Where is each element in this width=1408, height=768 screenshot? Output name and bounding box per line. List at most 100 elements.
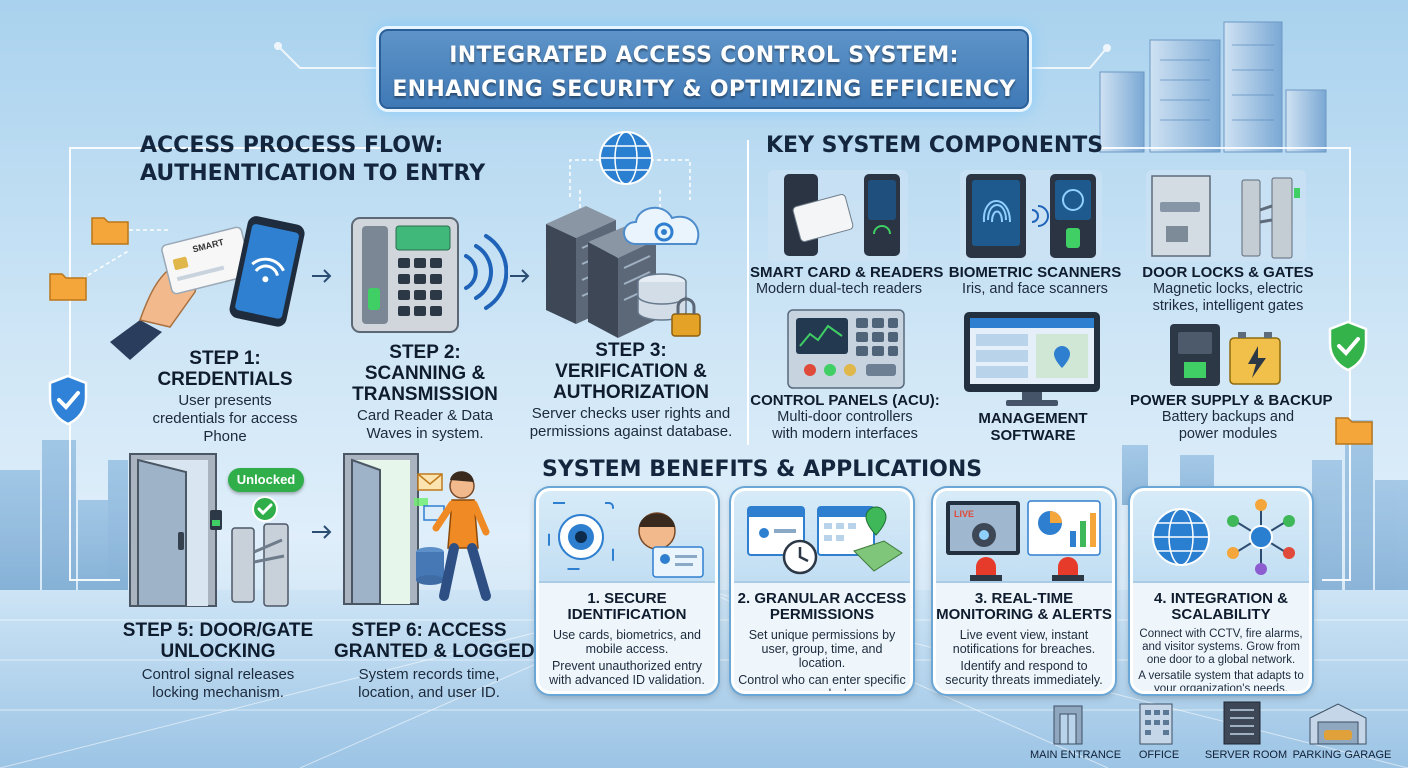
database-lock-icon (637, 273, 701, 337)
step-5-title-line2: UNLOCKING (160, 641, 276, 662)
component-management-software-title-line2: SOFTWARE (990, 427, 1076, 444)
benefit-4-title-line2: SCALABILITY (1171, 606, 1271, 623)
process-heading-line1: ACCESS PROCESS FLOW: (140, 133, 444, 158)
benefit-2-title-line2: PERMISSIONS (769, 606, 875, 623)
component-control-panel-desc: Multi-door controllers with modern inter… (772, 409, 918, 442)
benefit-1-desc2: Prevent unauthorized entry with advanced… (549, 659, 705, 687)
step-3-title-line2: VERIFICATION & (555, 361, 707, 382)
server-cloud-database-illustration (546, 131, 701, 338)
step-5: STEP 5: DOOR/GATE UNLOCKING Control sign… (118, 620, 318, 702)
access-granted-person-illustration (343, 453, 491, 605)
step-1: STEP 1: CREDENTIALS User presents creden… (150, 348, 300, 446)
monitor-alarm-icon: LIVE (946, 500, 1101, 581)
management-software-monitor-icon (964, 312, 1100, 406)
biometric-scanner-icon (960, 170, 1102, 262)
shield-check-icon (1328, 320, 1368, 372)
benefit-card-realtime-monitoring: LIVE 3. REAL-TIME MONITORING & ALERTS Li… (933, 488, 1115, 694)
person-walking-icon (432, 471, 491, 601)
component-door-locks-title: DOOR LOCKS & GATES (1142, 264, 1314, 281)
step-2-title-line1: STEP 2: (389, 342, 461, 363)
location-server-room: SERVER ROOM (1204, 749, 1288, 761)
step-6-title-line2: GRANTED & LOGGED (334, 641, 535, 662)
unlocked-check-icon (252, 496, 278, 522)
globe-network-icon (1152, 499, 1295, 575)
hand-card-phone-illustration: SMART (110, 216, 305, 360)
component-power-supply-desc: Battery backups and power modules (1161, 409, 1295, 442)
location-office: OFFICE (1138, 749, 1180, 761)
benefit-card-secure-identification: 1. SECURE IDENTIFICATION Use cards, biom… (536, 488, 718, 694)
step-3-title-line3: AUTHORIZATION (553, 382, 709, 403)
component-biometric-title: BIOMETRIC SCANNERS (948, 264, 1122, 281)
control-panel-icon (787, 309, 905, 389)
component-smart-card-title: SMART CARD & READERS (750, 264, 944, 281)
component-power-supply: POWER SUPPLY & BACKUP Battery backups an… (1130, 392, 1333, 443)
folder-icon (91, 217, 129, 245)
flow-arrows (312, 269, 530, 539)
live-label: LIVE (954, 509, 974, 519)
step-1-title-line2: CREDENTIALS (157, 369, 293, 390)
benefit-2-illustration (734, 491, 910, 583)
benefits-heading: SYSTEM BENEFITS & APPLICATIONS (542, 457, 983, 482)
benefit-2-desc1: Set unique permissions by user, group, t… (748, 628, 896, 670)
step-2-title-line3: TRANSMISSION (352, 384, 498, 405)
office-building-icon (1139, 703, 1173, 745)
benefit-3-desc1: Live event view, instant notifications f… (952, 628, 1096, 656)
step-5-title-line1: STEP 5: DOOR/GATE (122, 620, 314, 641)
corporate-building-icon (1099, 21, 1327, 153)
step-2-desc: Card Reader & Data Waves in system. (357, 407, 493, 442)
component-door-locks-desc: Magnetic locks, electric strikes, intell… (1152, 281, 1304, 314)
database-icon (416, 547, 444, 585)
benefit-3-title-line2: MONITORING & ALERTS (936, 606, 1112, 623)
benefit-4-desc1: Connect with CCTV, fire alarms, and visi… (1139, 628, 1303, 666)
eye-face-scan-icon (548, 502, 704, 578)
benefit-4-illustration (1133, 491, 1309, 583)
folder-icon (49, 273, 87, 301)
component-power-supply-title: POWER SUPPLY & BACKUP (1130, 392, 1333, 409)
globe-icon (599, 131, 653, 185)
step-6: STEP 6: ACCESS GRANTED & LOGGED System r… (334, 620, 535, 702)
component-biometric-desc: Iris, and face scanners (962, 281, 1108, 297)
door-turnstile-illustration (129, 453, 289, 607)
circuit-lines (274, 42, 1111, 69)
folder-icon (1335, 417, 1373, 445)
card-reader-keypad-illustration (351, 217, 508, 333)
skyline-left (0, 440, 128, 590)
benefit-1-title-line1: 1. SECURE (587, 590, 667, 607)
step-5-desc: Control signal releases locking mechanis… (141, 666, 295, 701)
benefit-card-granular-permissions: 2. GRANULAR ACCESS PERMISSIONS Set uniqu… (731, 488, 913, 694)
step-3-title-line1: STEP 3: (595, 340, 667, 361)
benefit-3-desc2: Identify and respond to security threats… (945, 659, 1103, 687)
components-heading: KEY SYSTEM COMPONENTS (766, 133, 1104, 158)
benefit-3-title-line1: 3. REAL-TIME (974, 590, 1074, 607)
benefit-2-desc2: Control who can enter specific areas and… (738, 673, 906, 694)
location-main-entrance: MAIN ENTRANCE (1030, 749, 1122, 761)
step-2: STEP 2: SCANNING & TRANSMISSION Card Rea… (340, 342, 510, 443)
main-title-line2: ENHANCING SECURITY & OPTIMIZING EFFICIEN… (392, 77, 1016, 102)
benefit-1-desc1: Use cards, biometrics, and mobile access… (553, 628, 701, 656)
step-2-title-line2: SCANNING & (364, 363, 486, 384)
benefit-2-title-line1: 2. GRANULAR ACCESS (737, 590, 907, 607)
process-heading-line2: AUTHENTICATION TO ENTRY (140, 161, 486, 186)
step-6-title-line1: STEP 6: ACCESS (351, 620, 507, 641)
benefit-card-integration-scalability: 4. INTEGRATION & SCALABILITY Connect wit… (1130, 488, 1312, 694)
main-title-line1: INTEGRATED ACCESS CONTROL SYSTEM: (449, 43, 959, 68)
benefit-1-illustration (539, 491, 715, 583)
step-1-title-line1: STEP 1: (189, 348, 261, 369)
main-title-banner: INTEGRATED ACCESS CONTROL SYSTEM: ENHANC… (376, 26, 1032, 112)
email-icon (417, 473, 443, 491)
step-3: STEP 3: VERIFICATION & AUTHORIZATION Ser… (524, 340, 738, 441)
calendar-clock-map-icon (747, 506, 903, 575)
component-biometric: BIOMETRIC SCANNERS Iris, and face scanne… (946, 264, 1124, 298)
step-3-desc: Server checks user rights and permission… (529, 405, 733, 440)
component-control-panel-title: CONTROL PANELS (ACU): (750, 392, 940, 409)
cloud-gear-icon (623, 207, 700, 245)
parking-garage-icon (1309, 703, 1367, 745)
location-parking-garage: PARKING GARAGE (1292, 749, 1392, 761)
door-lock-gate-icon (1146, 170, 1306, 262)
location-icons (1053, 701, 1367, 745)
smart-card-reader-icon (768, 170, 908, 262)
component-management-software: MANAGEMENT SOFTWARE (946, 410, 1120, 444)
component-management-software-title: MANAGEMENT (978, 410, 1088, 427)
component-smart-card-desc: Modern dual-tech readers (755, 281, 923, 297)
server-room-icon (1223, 701, 1261, 745)
